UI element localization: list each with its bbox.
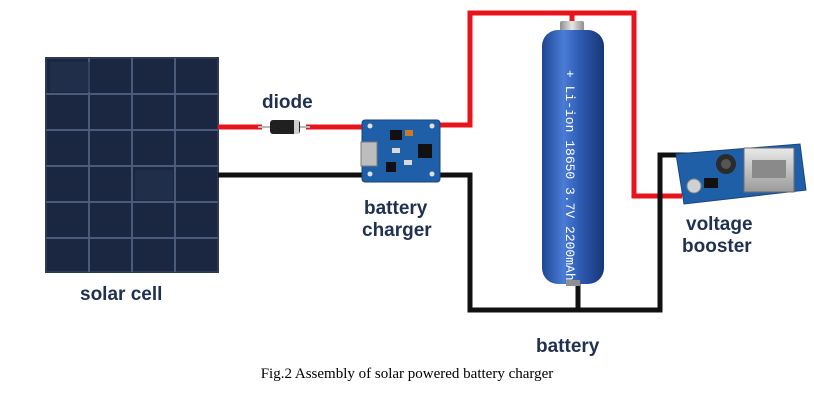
- figure-caption: Fig.2 Assembly of solar powered battery …: [260, 366, 554, 382]
- battery-charger-board: [360, 119, 441, 183]
- voltage-booster-board: [675, 143, 807, 205]
- voltage-booster-label-line2: booster: [682, 236, 752, 257]
- battery-charger-label-line1: battery: [364, 198, 428, 219]
- solar-cell-label: solar cell: [80, 284, 163, 305]
- diode-label: diode: [262, 92, 313, 113]
- voltage-booster-label-line1: voltage: [686, 214, 753, 235]
- battery-print-text: + Li-ion 18650 3.7V 2200mAh -: [562, 70, 577, 296]
- battery-label: battery: [536, 336, 600, 357]
- battery-cell: + Li-ion 18650 3.7V 2200mAh -: [542, 21, 604, 296]
- negative-wires: [218, 152, 690, 313]
- solar-panel: [45, 57, 219, 273]
- diode-component: [258, 120, 310, 134]
- battery-charger-label-line2: charger: [362, 220, 432, 241]
